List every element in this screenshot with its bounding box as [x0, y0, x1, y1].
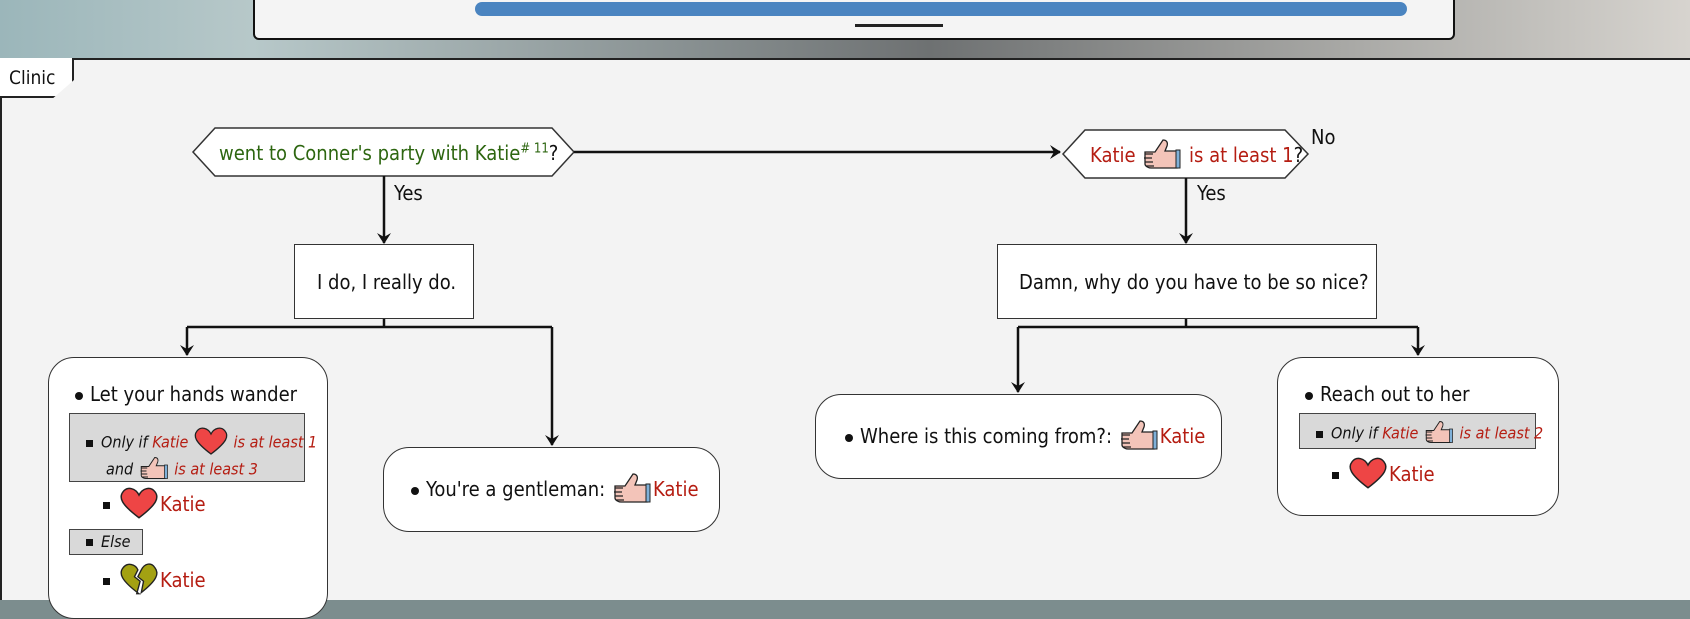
choice-wander-card[interactable]: Let your hands wander Only if Katie is a… [48, 357, 328, 619]
choice-gentleman-label: You're a gentleman: Katie [411, 472, 699, 509]
decision-right-shape [1061, 129, 1310, 179]
no-label: No [1311, 125, 1336, 149]
heart-icon [118, 486, 160, 525]
progress-underline [855, 24, 943, 27]
heart-icon [1347, 456, 1389, 495]
choice-where-label: Where is this coming from?: Katie [845, 419, 1205, 456]
choice-wander-result: Katie [103, 486, 206, 525]
decision-right-text: Katie is at least 1? [1090, 138, 1303, 175]
yes-label-left: Yes [394, 181, 423, 205]
choice-where-card[interactable]: Where is this coming from?: Katie [815, 394, 1222, 479]
thumbs-up-icon [1118, 419, 1160, 456]
statement-left-text: I do, I really do. [317, 270, 457, 294]
condition-wander: Only if Katie is at least 1 and is at le… [69, 413, 317, 484]
statement-right-text: Damn, why do you have to be so nice? [1019, 270, 1369, 294]
decision-left-sup: # 11 [520, 141, 549, 157]
heart-icon [193, 426, 229, 460]
else-badge: Else [69, 529, 143, 555]
thumbs-up-icon [138, 456, 170, 484]
choice-reach-result: Katie [1332, 456, 1435, 495]
thumbs-up-icon [1423, 420, 1455, 448]
statement-box-right: Damn, why do you have to be so nice? [997, 244, 1377, 319]
choice-reach-card[interactable]: Reach out to her Only if Katie is at lea… [1277, 357, 1559, 516]
choice-reach-label: Reach out to her [1305, 382, 1470, 406]
statement-box-left: I do, I really do. [294, 244, 474, 319]
decision-left-text: went to Conner's party with Katie# 11? [219, 141, 559, 165]
flowchart-connectors [180, 127, 1425, 446]
choice-wander-label: Let your hands wander [75, 382, 297, 406]
choice-gentleman-card[interactable]: You're a gentleman: Katie [383, 447, 720, 532]
yes-label-right: Yes [1197, 181, 1226, 205]
top-card [253, 0, 1455, 40]
progress-bar [475, 2, 1407, 16]
choice-wander-else-result: Katie [103, 562, 206, 601]
thumbs-up-icon [1141, 138, 1183, 175]
panel-tab-label: Clinic [9, 67, 56, 89]
condition-reach: Only if Katie is at least 2 [1299, 413, 1543, 449]
broken-heart-icon [118, 562, 160, 601]
thumbs-up-icon [611, 472, 653, 509]
